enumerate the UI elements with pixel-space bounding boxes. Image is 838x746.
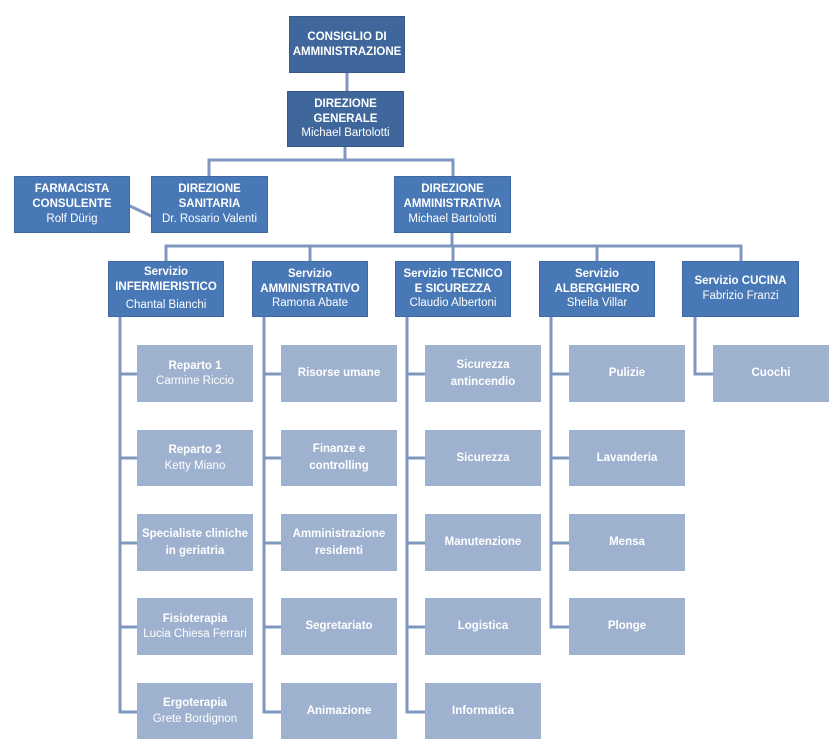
unit-title: Reparto 2 [168,444,222,457]
admin-direction-box: DIREZIONE AMMINISTRATIVA Michael Bartolo… [394,176,511,233]
unit-box: Lavanderia [569,430,685,486]
unit-title: Finanze e controlling [309,443,369,472]
unit-title: Lavanderia [596,451,658,464]
service-admin-box: Servizio AMMINISTRATIVO Ramona Abate [252,261,368,317]
health-direction-box: DIREZIONE SANITARIA Dr. Rosario Valenti [151,176,268,233]
unit-box: Amministrazione residenti [281,514,397,571]
unit-box: Animazione [281,683,397,739]
service-nursing-title: Servizio INFERMIERISTICO [115,265,217,293]
unit-name: Grete Bordignon [152,712,238,725]
unit-box: Manutenzione [425,514,541,571]
unit-title: Sicurezza [456,451,510,464]
unit-box: Mensa [569,514,685,571]
unit-title: Pulizie [608,367,646,380]
general-direction-title: DIREZIONE GENERALE [313,97,378,125]
unit-title: Cuochi [751,367,791,380]
health-direction-name: Dr. Rosario Valenti [161,212,258,225]
service-hotel-title: Servizio ALBERGHIERO [554,267,640,295]
unit-box: Fisioterapia Lucia Chiesa Ferrari [137,598,253,655]
unit-title: Risorse umane [297,367,381,380]
unit-box: Risorse umane [281,345,397,402]
unit-title: Amministrazione residenti [292,527,386,557]
pharmacist-name: Rolf Dürig [46,212,98,225]
unit-title: Informatica [452,704,514,717]
general-direction-name: Michael Bartolotti [301,127,390,140]
general-direction-box: DIREZIONE GENERALE Michael Bartolotti [287,91,404,147]
unit-box: Reparto 1 Carmine Riccio [137,345,253,402]
admin-direction-name: Michael Bartolotti [408,212,497,225]
service-kitchen-name: Fabrizio Franzi [702,290,779,302]
unit-box: Ergoterapia Grete Bordignon [137,683,253,739]
unit-title: Fisioterapia [162,612,228,625]
pharmacist-title: FARMACISTA CONSULENTE [32,183,112,211]
board-box: CONSIGLIO DI AMMINISTRAZIONE [289,16,405,73]
unit-title: Specialiste cliniche in geriatria [141,527,249,557]
service-admin-title: Servizio AMMINISTRATIVO [260,267,360,295]
unit-box: Logistica [425,598,541,655]
service-hotel-box: Servizio ALBERGHIERO Sheila Villar [539,261,655,317]
unit-title: Animazione [306,704,372,717]
unit-name: Lucia Chiesa Ferrari [143,628,247,641]
unit-box: Cuochi [713,345,829,402]
unit-title: Ergoterapia [163,697,227,710]
service-hotel-name: Sheila Villar [566,297,628,310]
unit-title: Plonge [607,620,647,633]
unit-title: Logistica [457,620,509,633]
unit-box: Plonge [569,598,685,655]
board-title: CONSIGLIO DI AMMINISTRAZIONE [292,30,402,58]
unit-box: Sicurezza [425,430,541,486]
health-direction-title: DIREZIONE SANITARIA [178,183,241,211]
unit-title: Manutenzione [444,536,522,549]
unit-box: Sicurezza antincendio [425,345,541,402]
pharmacist-box: FARMACISTA CONSULENTE Rolf Dürig [14,176,130,233]
unit-title: Sicurezza antincendio [450,358,516,388]
unit-box: Informatica [425,683,541,739]
unit-title: Segretariato [305,620,373,633]
unit-name: Carmine Riccio [156,375,234,388]
service-kitchen-box: Servizio CUCINA Fabrizio Franzi [682,261,799,317]
unit-name: Ketty Miano [164,459,226,472]
unit-box: Specialiste cliniche in geriatria [137,514,253,571]
service-technical-title: Servizio TECNICO E SICUREZZA [403,267,503,295]
unit-title: Mensa [609,536,645,549]
unit-box: Segretariato [281,598,397,655]
service-technical-box: Servizio TECNICO E SICUREZZA Claudio Alb… [395,261,511,317]
service-kitchen-title: Servizio CUCINA [694,275,787,288]
connector-line [128,204,153,218]
unit-box: Reparto 2 Ketty Miano [137,430,253,486]
service-technical-name: Claudio Albertoni [409,297,497,310]
service-nursing-box: Servizio INFERMIERISTICO Chantal Bianchi [108,261,224,317]
service-admin-name: Ramona Abate [271,297,349,310]
service-nursing-name: Chantal Bianchi [125,299,207,312]
unit-title: Reparto 1 [168,359,222,372]
admin-direction-title: DIREZIONE AMMINISTRATIVA [403,183,502,211]
unit-box: Pulizie [569,345,685,402]
unit-box: Finanze e controlling [281,430,397,486]
